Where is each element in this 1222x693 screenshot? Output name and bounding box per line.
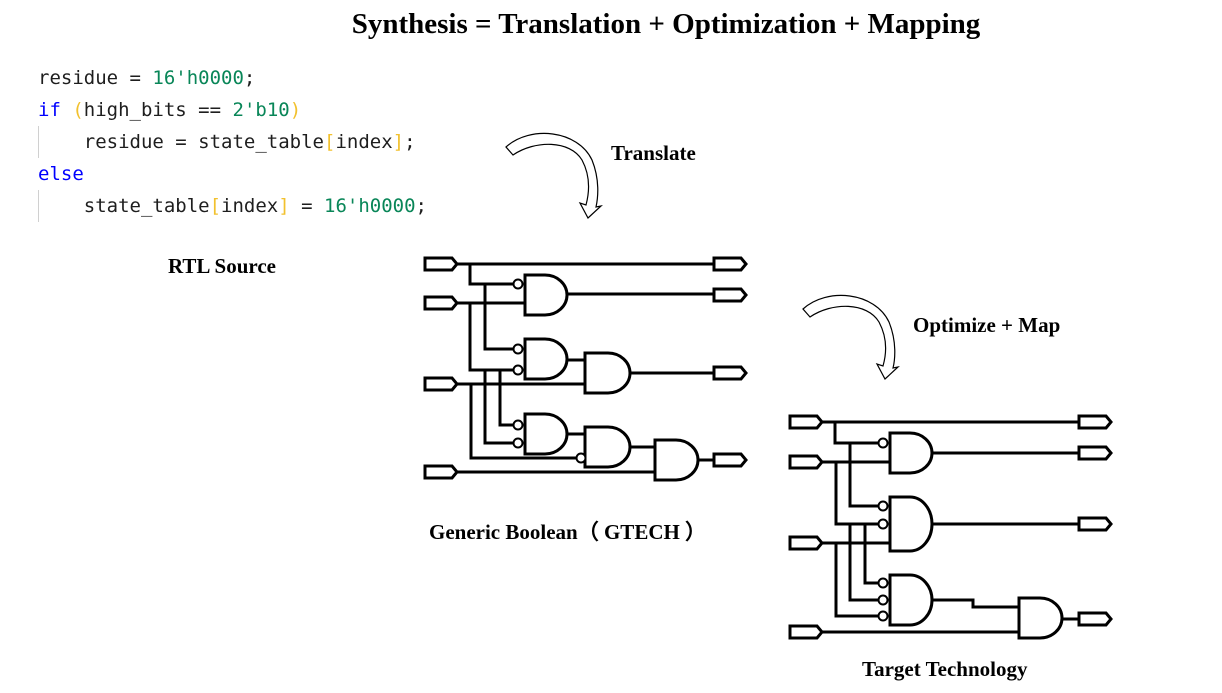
input-port-icon [788,624,824,640]
input-port-icon [423,464,459,480]
translate-label: Translate [611,141,696,165]
target-technology-circuit [788,414,1113,640]
and-gate-icon [653,438,700,482]
code-line: if (high_bits == 2'b10) [38,94,427,126]
and-gate-icon [888,495,934,553]
target-inverter-bubbles [877,437,889,622]
optimize-map-label: Optimize + Map [913,313,1061,337]
code-token: [ [209,195,222,217]
code-token: 16'h0000 [152,67,244,89]
code-line: else [38,158,427,190]
code-token: state_table [38,195,210,217]
input-port-icon [423,376,459,392]
translate-arrow-icon [505,132,603,219]
inverter-bubble-icon [877,610,889,622]
gtech-inverter-bubbles [512,278,587,464]
code-token: ] [278,195,290,217]
input-port-icon [788,535,824,551]
output-port-icon [1077,516,1113,532]
output-port-icon [712,452,748,468]
code-token: else [38,163,84,185]
output-port-icon [1077,611,1113,627]
code-token: ; [243,67,256,89]
input-port-icon [423,256,459,272]
and-gate-icon [523,412,569,456]
gtech-circuit [423,256,748,482]
inverter-bubble-icon [877,594,889,606]
code-token: 2'b10 [232,99,290,121]
output-port-icon [1077,414,1113,430]
code-token: ] [392,131,405,153]
code-line: state_table[index] = 16'h0000; [38,190,427,222]
and-gate-icon [888,573,934,627]
inverter-bubble-icon [877,437,889,449]
indent-guide [38,190,39,222]
inverter-bubble-icon [575,452,587,464]
input-port-icon [788,454,824,470]
rtl-source-label: RTL Source [168,254,276,278]
code-token: [ [323,131,336,153]
generic-boolean-label: Generic Boolean（ GTECH ） [429,520,707,544]
code-token: = [289,195,325,217]
inverter-bubble-icon [877,577,889,589]
rtl-code-block: residue = 16'h0000;if (high_bits == 2'b1… [38,62,427,222]
code-token: high_bits == [83,99,233,121]
output-port-icon [712,287,748,303]
and-gate-icon [583,425,632,469]
output-port-icon [712,256,748,272]
code-token: index [335,131,393,153]
inverter-bubble-icon [512,343,524,355]
inverter-bubble-icon [512,278,524,290]
diagram-title: Synthesis = Translation + Optimization +… [351,8,981,40]
inverter-bubble-icon [512,437,524,449]
code-token: residue = [38,67,153,89]
input-port-icon [788,414,824,430]
indent-guide [38,126,39,158]
code-line: residue = state_table[index]; [38,126,427,158]
target-technology-label: Target Technology [862,657,1028,681]
code-token: if [38,99,61,121]
optimize-map-arrow-icon [802,294,900,380]
code-line: residue = 16'h0000; [38,62,427,94]
code-token: 16'h0000 [324,195,416,217]
and-gate-icon [1017,596,1064,640]
and-gate-icon [523,337,569,381]
output-port-icon [1077,445,1113,461]
and-gate-icon [583,351,632,395]
code-token: ; [415,195,427,217]
code-token: ) [289,99,302,121]
and-gate-icon [888,431,934,475]
input-port-icon [423,295,459,311]
inverter-bubble-icon [877,500,889,512]
inverter-bubble-icon [877,518,889,530]
and-gate-icon [523,273,569,317]
inverter-bubble-icon [512,364,524,376]
code-token: index [221,195,279,217]
code-token: residue = state_table [38,131,324,153]
code-token: ( [72,99,84,121]
inverter-bubble-icon [512,419,524,431]
output-port-icon [712,365,748,381]
code-token: ; [404,131,416,153]
